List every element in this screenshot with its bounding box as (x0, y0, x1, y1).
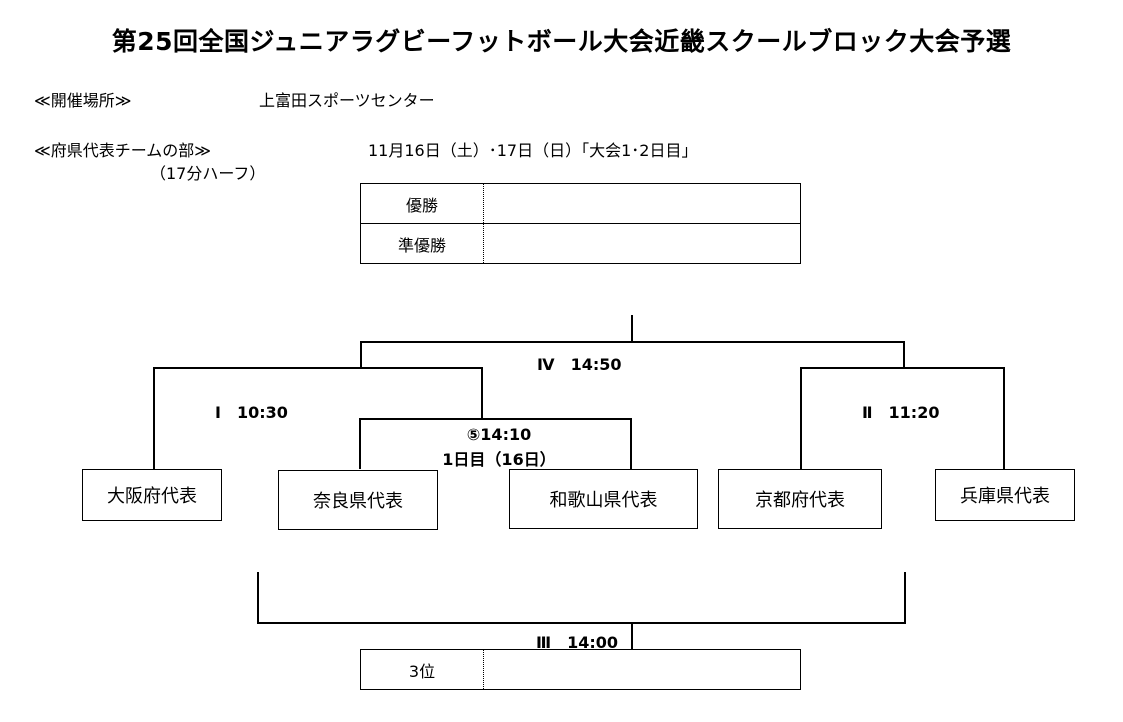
division-sub-label: （17分ハーフ） (150, 164, 266, 183)
runner-up-row: 準優勝 (361, 224, 800, 263)
third-bar-line (257, 622, 906, 624)
match-5-day: 1日目（16日） (442, 450, 556, 469)
division-label: ≪府県代表チームの部≫ (34, 141, 212, 160)
third-place-row: 3位 (361, 650, 800, 689)
winner-label: 優勝 (361, 184, 484, 223)
match-2-left-drop (800, 367, 802, 469)
match-2-bar-line (800, 367, 1005, 369)
match-2-right-drop (1003, 367, 1005, 469)
runner-up-label: 準優勝 (361, 224, 484, 263)
match-5-left-drop (359, 418, 361, 469)
third-stem-line (631, 622, 633, 650)
match-1-bar-line (153, 367, 483, 369)
team-hyogo: 兵庫県代表 (935, 469, 1075, 521)
match-4-label: Ⅳ 14:50 (537, 355, 622, 374)
venue-label: ≪開催場所≫ (34, 91, 132, 110)
match-5-time: ⑤14:10 (466, 425, 532, 444)
match-1-label: Ⅰ 10:30 (215, 403, 288, 422)
runner-up-value (484, 224, 800, 263)
results-table: 優勝 準優勝 (360, 183, 801, 264)
third-place-table: 3位 (360, 649, 801, 690)
venue-value: 上富田スポーツセンター (259, 91, 435, 110)
match-1-left-drop (153, 367, 155, 469)
team-kyoto: 京都府代表 (718, 469, 882, 529)
final-stem-line (631, 315, 633, 342)
third-left-rise (257, 572, 259, 624)
match-2-label: Ⅱ 11:20 (862, 403, 940, 422)
third-right-rise (904, 572, 906, 624)
division-dates: 11月16日（土）･17日（日）「大会1･2日目」 (368, 141, 698, 160)
team-wakayama: 和歌山県代表 (509, 469, 698, 529)
final-right-drop (903, 341, 905, 368)
page-title: 第25回全国ジュニアラグビーフットボール大会近畿スクールブロック大会予選 (111, 27, 1012, 56)
team-nara: 奈良県代表 (278, 470, 438, 530)
third-place-value (484, 650, 800, 689)
match-5-bar-line (359, 418, 632, 420)
final-left-drop (360, 341, 362, 368)
team-osaka: 大阪府代表 (82, 469, 222, 521)
final-bar-line (360, 341, 905, 343)
third-place-label: 3位 (361, 650, 484, 689)
match-5-right-drop (630, 418, 632, 469)
winner-value (484, 184, 800, 223)
winner-row: 優勝 (361, 184, 800, 224)
match-1-right-drop (481, 367, 483, 419)
match-3-label: Ⅲ 14:00 (536, 633, 619, 652)
